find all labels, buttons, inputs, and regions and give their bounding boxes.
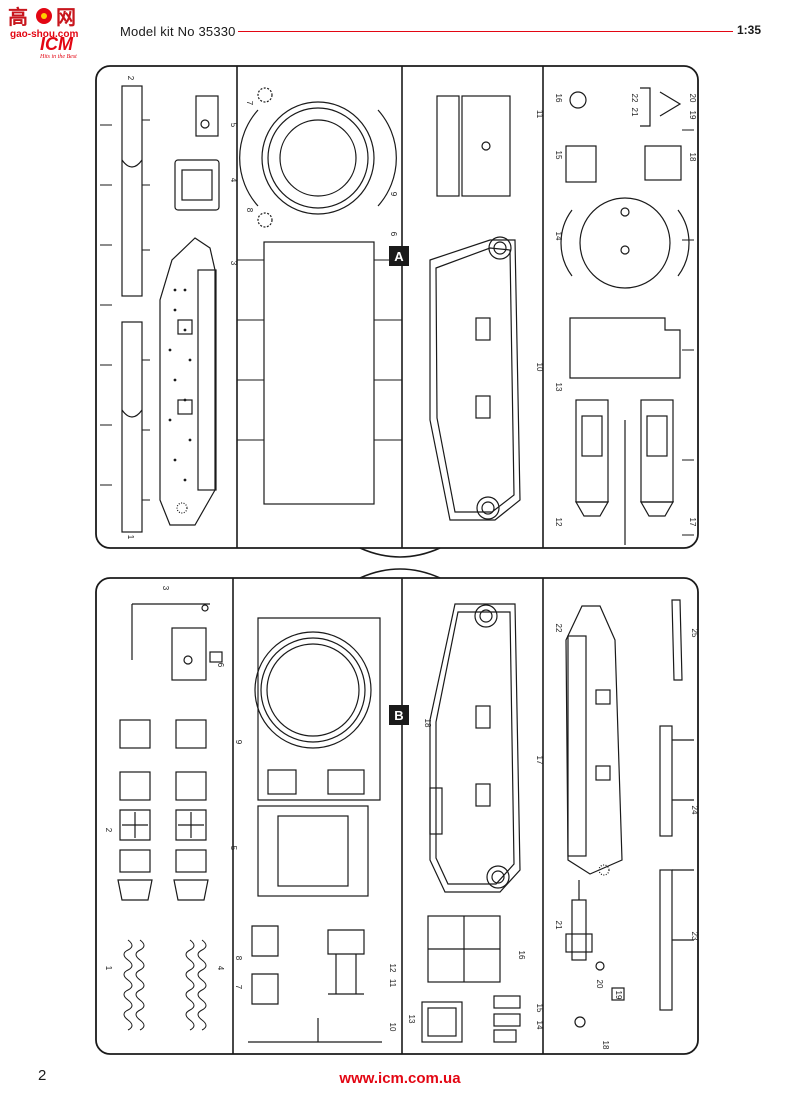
page-number: 2 bbox=[38, 1067, 47, 1084]
sprue-b-part-label: 14 bbox=[535, 1021, 544, 1030]
logo-tagline: Hits in the Best bbox=[39, 54, 77, 60]
sprue-b-springs bbox=[123, 939, 207, 1031]
sprue-b-part-label: 1 bbox=[104, 966, 113, 971]
svg-text:B: B bbox=[394, 708, 403, 723]
sprue-b-engine-deck bbox=[257, 805, 369, 897]
sprue-b-part-label: 18 bbox=[423, 719, 432, 728]
sprue-a-hull-side bbox=[159, 237, 217, 526]
sprue-b-block bbox=[171, 627, 223, 681]
sprue-b-frame bbox=[95, 577, 699, 1055]
sprue-a-part-label: 7 bbox=[245, 101, 254, 106]
sprue-a-hull-floor bbox=[429, 236, 521, 521]
sprue-b-part-label: 22 bbox=[554, 624, 563, 633]
sprue-a-part-label: 13 bbox=[554, 383, 563, 392]
sprue-b-part-label: 23 bbox=[690, 932, 699, 941]
sprue-b-letter-badge: B bbox=[389, 705, 409, 725]
sprue-a-part-label: 21 bbox=[630, 108, 639, 117]
sprue-b-part-label: 21 bbox=[554, 921, 563, 930]
sprue-b-part-label: 15 bbox=[535, 1004, 544, 1013]
sprue-b-part-label: 24 bbox=[690, 806, 699, 815]
sprue-b-part-label: 17 bbox=[535, 756, 544, 765]
sprue-b-part-label: 20 bbox=[595, 980, 604, 989]
logo-flower-icon bbox=[36, 8, 52, 24]
sprue-b-part-label: 5 bbox=[229, 846, 238, 851]
sprue-a-part-label: 14 bbox=[554, 232, 563, 241]
sprue-a-hatch bbox=[436, 95, 511, 197]
sprue-b-part-label: 12 bbox=[388, 964, 397, 973]
sprue-a-part-label: 20 bbox=[688, 94, 697, 103]
scale-label: 1:35 bbox=[737, 23, 762, 37]
sprue-a-part-label: 6 bbox=[389, 232, 398, 237]
logo-top-glyph: 高 bbox=[8, 5, 28, 29]
sprue-a-part-label: 9 bbox=[389, 192, 398, 197]
sprue-a-letter-badge: A bbox=[389, 246, 409, 266]
sprue-a-part-label: 16 bbox=[554, 94, 563, 103]
sprue-b-part-label: 2 bbox=[104, 828, 113, 833]
sprue-a-part-label: 17 bbox=[688, 518, 697, 527]
sprue-b-links bbox=[117, 719, 209, 901]
sprue-b-gun bbox=[565, 880, 625, 1001]
sprue-a-part-label: 22 bbox=[630, 94, 639, 103]
sprue-a-small-parts bbox=[174, 95, 220, 211]
sprue-a-strip-parts bbox=[121, 85, 150, 533]
sprue-b-part-label: 11 bbox=[388, 979, 397, 988]
sprue-b-part-label: 16 bbox=[517, 951, 526, 960]
sprue-a-part-label: 1 bbox=[126, 535, 135, 540]
sprue-b-part-label: 3 bbox=[161, 586, 170, 591]
sprue-b-lower-parts bbox=[421, 915, 586, 1043]
header-divider bbox=[238, 31, 733, 32]
sprue-b-small-parts bbox=[251, 925, 365, 1042]
sprue-a-right-parts bbox=[560, 87, 690, 545]
sprue-a-part-label: 8 bbox=[245, 208, 254, 213]
svg-text:A: A bbox=[394, 249, 404, 264]
sprue-a-part-label: 10 bbox=[535, 363, 544, 372]
sprue-b-part-label: 6 bbox=[216, 663, 225, 668]
logo-brand: ICM bbox=[40, 34, 74, 54]
sprue-b-part-label: 9 bbox=[234, 740, 243, 745]
sprue-a-deck-plate bbox=[237, 241, 402, 505]
sprue-b-part-label: 19 bbox=[614, 991, 623, 1000]
sprue-b-part-label: 25 bbox=[690, 629, 699, 638]
sprue-a-part-label: 11 bbox=[535, 110, 544, 119]
sprue-a-frame bbox=[95, 65, 699, 549]
page-title: Model kit No 35330 bbox=[120, 24, 236, 39]
sprue-a-part-label: 12 bbox=[554, 518, 563, 527]
sprue-b-lbar bbox=[131, 603, 210, 660]
sprue-b-part-label: 10 bbox=[388, 1023, 397, 1032]
sprue-b-part-label: 8 bbox=[234, 956, 243, 961]
sprue-a-part-label: 18 bbox=[688, 153, 697, 162]
icm-logo: 高 网 gao-shou.com ICM Hits in the Best bbox=[6, 4, 106, 60]
sprue-b-turret-top bbox=[254, 617, 381, 801]
website-link[interactable]: www.icm.com.ua bbox=[339, 1070, 461, 1087]
sprue-b-part-label: 18 bbox=[601, 1041, 610, 1050]
sprue-a-part-label: 3 bbox=[229, 261, 238, 266]
sprue-a-part-label: 2 bbox=[126, 76, 135, 81]
sprue-a-part-label: 15 bbox=[554, 151, 563, 160]
sprue-b-hull-floor bbox=[429, 603, 521, 893]
sprue-a-part-label: 5 bbox=[229, 123, 238, 128]
sprue-a-part-label: 19 bbox=[688, 111, 697, 120]
sprue-b-part-label: 7 bbox=[234, 985, 243, 990]
sprue-a-turret-ring bbox=[239, 87, 397, 228]
sprue-b-part-label: 4 bbox=[216, 966, 225, 971]
logo-domain: gao-shou.com bbox=[10, 29, 78, 40]
sprue-b-right-parts bbox=[659, 599, 694, 1011]
sprue-a-part-label: 4 bbox=[229, 178, 238, 183]
sprue-b-hull-side bbox=[565, 605, 623, 876]
sprue-b-part-label: 13 bbox=[407, 1015, 416, 1024]
logo-mid-glyph: 网 bbox=[56, 7, 76, 29]
